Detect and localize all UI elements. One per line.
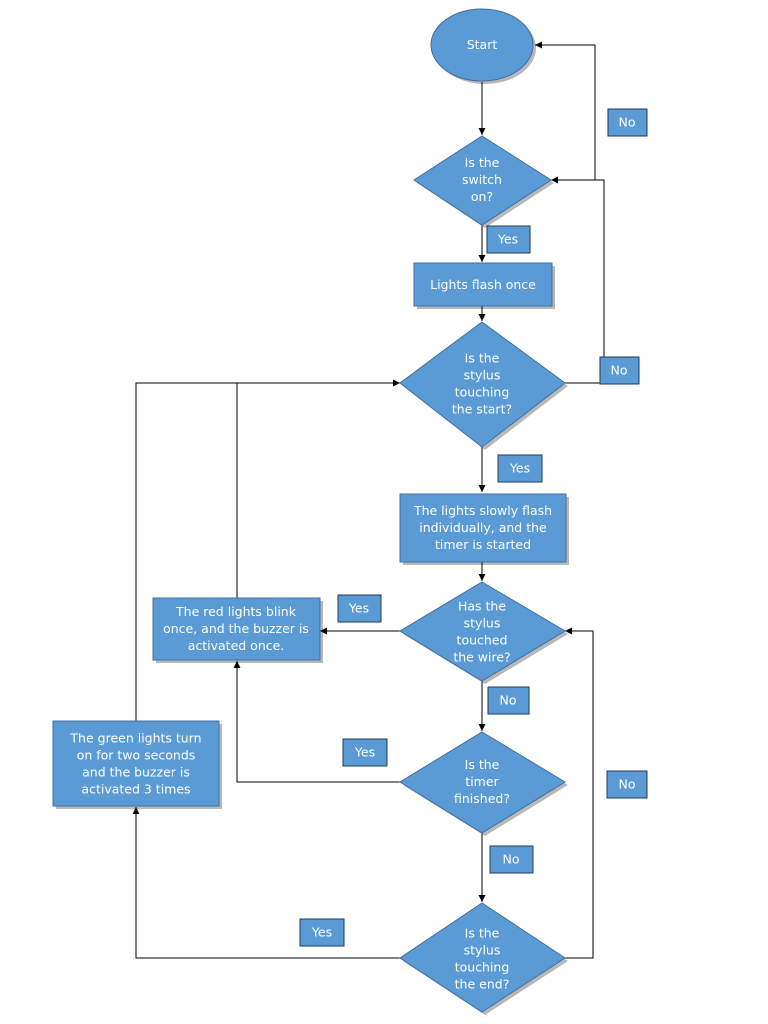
- lights-flash-once-process: Lights flash once: [413, 262, 555, 309]
- node-text-line: Is the: [465, 925, 500, 940]
- timer-finished-text: Is the timer finished?: [454, 757, 510, 806]
- node-text-line: The green lights turn: [69, 730, 201, 745]
- node-text-line: stylus: [464, 367, 501, 382]
- timer-finished-decision: Is the timer finished?: [399, 731, 568, 836]
- edge-label-yes-end: Yes: [299, 918, 345, 947]
- node-text-line: touching: [455, 959, 510, 974]
- edge-label-no-timer: No: [489, 845, 534, 874]
- edge-label-yes-switch: Yes: [486, 225, 531, 254]
- node-text-line: The red lights blink: [175, 604, 297, 619]
- edge-label-no-wire-text: No: [500, 693, 517, 708]
- node-text-line: individually, and the: [419, 520, 547, 535]
- red-lights-blink-process: The red lights blink once, and the buzzer…: [152, 597, 323, 663]
- edge-red-to-stylus-start: [236, 379, 400, 598]
- node-text-line: the start?: [452, 401, 512, 416]
- edge-end-no-to-wire: [565, 627, 594, 959]
- green-lights-on-text: The green lights turn on for two seconds a…: [69, 730, 201, 796]
- stylus-touched-wire-text: Has the stylus touched the wire?: [453, 598, 510, 664]
- edge-label-no-timer-text: No: [503, 852, 520, 867]
- edge-label-yes-wire-text: Yes: [348, 601, 369, 616]
- node-text-line: once, and the buzzer is: [163, 621, 309, 636]
- node-text-line: stylus: [464, 615, 501, 630]
- node-text-line: Start: [467, 37, 498, 52]
- stylus-touching-start-decision: Is the stylus touching the start?: [399, 321, 568, 450]
- edge-label-yes-wire: Yes: [337, 594, 382, 623]
- edge-label-yes-timer-text: Yes: [354, 745, 375, 760]
- node-text-line: on?: [471, 189, 493, 204]
- edge-end-yes-to-green: [132, 807, 400, 959]
- edge-label-no-wire: No: [487, 686, 530, 715]
- edge-timer-yes-to-red: [233, 661, 400, 783]
- stylus-touched-wire-decision: Has the stylus touched the wire?: [399, 581, 568, 684]
- node-text-line: the end?: [455, 976, 510, 991]
- node-text-line: on for two seconds: [77, 747, 196, 762]
- node-text-line: touching: [455, 384, 510, 399]
- edge-label-no-start: No: [599, 356, 640, 385]
- switch-on-decision-text: Is the switch on?: [462, 155, 502, 204]
- node-text-line: touched: [457, 632, 508, 647]
- edge-label-yes-start: Yes: [497, 454, 543, 483]
- node-text-line: Is the: [465, 757, 500, 772]
- edge-switch-no-to-start: [535, 41, 596, 181]
- node-text-line: timer is started: [435, 537, 531, 552]
- node-text-line: switch: [462, 172, 502, 187]
- edge-label-yes-switch-text: Yes: [497, 232, 518, 247]
- start-node: Start: [430, 8, 536, 84]
- edge-label-yes-timer: Yes: [342, 738, 388, 767]
- stylus-touching-end-decision: Is the stylus touching the end?: [399, 902, 568, 1015]
- edge-label-no-switch-text: No: [619, 115, 636, 130]
- edge-label-yes-start-text: Yes: [509, 461, 530, 476]
- node-text-line: activated once.: [188, 638, 285, 653]
- node-text-line: the wire?: [453, 649, 510, 664]
- node-text-line: timer: [465, 774, 499, 789]
- start-node-text: Start: [467, 37, 498, 52]
- node-text-line: Is the: [465, 350, 500, 365]
- lights-slowly-flash-process: The lights slowly flash individually, and…: [399, 493, 569, 565]
- node-text-line: Has the: [458, 598, 506, 613]
- edge-label-no-start-text: No: [611, 363, 628, 378]
- stylus-touching-start-text: Is the stylus touching the start?: [452, 350, 512, 416]
- edge-label-yes-end-text: Yes: [311, 925, 332, 940]
- lights-slowly-flash-text: The lights slowly flash individually, and…: [413, 503, 552, 552]
- lights-flash-once-text: Lights flash once: [430, 277, 536, 292]
- node-text-line: finished?: [454, 791, 510, 806]
- edge-label-no-end: No: [606, 770, 648, 799]
- node-text-line: and the buzzer is: [82, 764, 190, 779]
- node-text-line: The lights slowly flash: [413, 503, 552, 518]
- edge-green-to-stylus-start: [135, 382, 237, 721]
- stylus-touching-end-text: Is the stylus touching the end?: [455, 925, 510, 991]
- edge-label-no-end-text: No: [619, 777, 636, 792]
- green-lights-on-process: The green lights turn on for two seconds a…: [52, 720, 222, 809]
- node-text-line: Is the: [465, 155, 500, 170]
- red-lights-blink-text: The red lights blink once, and the buzzer…: [163, 604, 309, 653]
- node-text-line: activated 3 times: [81, 781, 190, 796]
- connectors: [132, 41, 605, 959]
- node-text-line: Lights flash once: [430, 277, 536, 292]
- edge-label-no-switch: No: [607, 108, 648, 137]
- node-text-line: stylus: [464, 942, 501, 957]
- edge-stylus-start-no-to-switch: [551, 176, 605, 384]
- switch-on-decision: Is the switch on?: [413, 135, 554, 228]
